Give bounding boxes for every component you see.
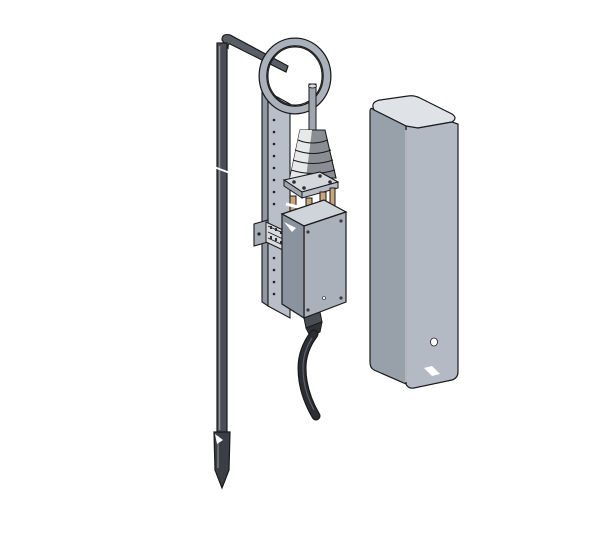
ground-rod-shaft	[216, 42, 228, 434]
sensor-housing	[280, 199, 348, 421]
cover-side	[369, 107, 407, 385]
cover-marker	[424, 366, 440, 376]
protective-cover-post	[369, 95, 459, 389]
bracket-side	[261, 86, 269, 308]
bracket-holes	[272, 118, 276, 296]
ring-clamp	[258, 37, 332, 115]
housing-marker	[284, 222, 296, 232]
housing-front	[303, 211, 347, 319]
plate-marker	[285, 202, 303, 210]
tip-marker	[215, 434, 223, 444]
joystick-shaft	[308, 83, 317, 135]
rubber-boot	[289, 129, 337, 179]
cover-front	[405, 121, 459, 389]
ground-rod-marker	[214, 166, 230, 174]
cover-hole	[430, 337, 438, 347]
